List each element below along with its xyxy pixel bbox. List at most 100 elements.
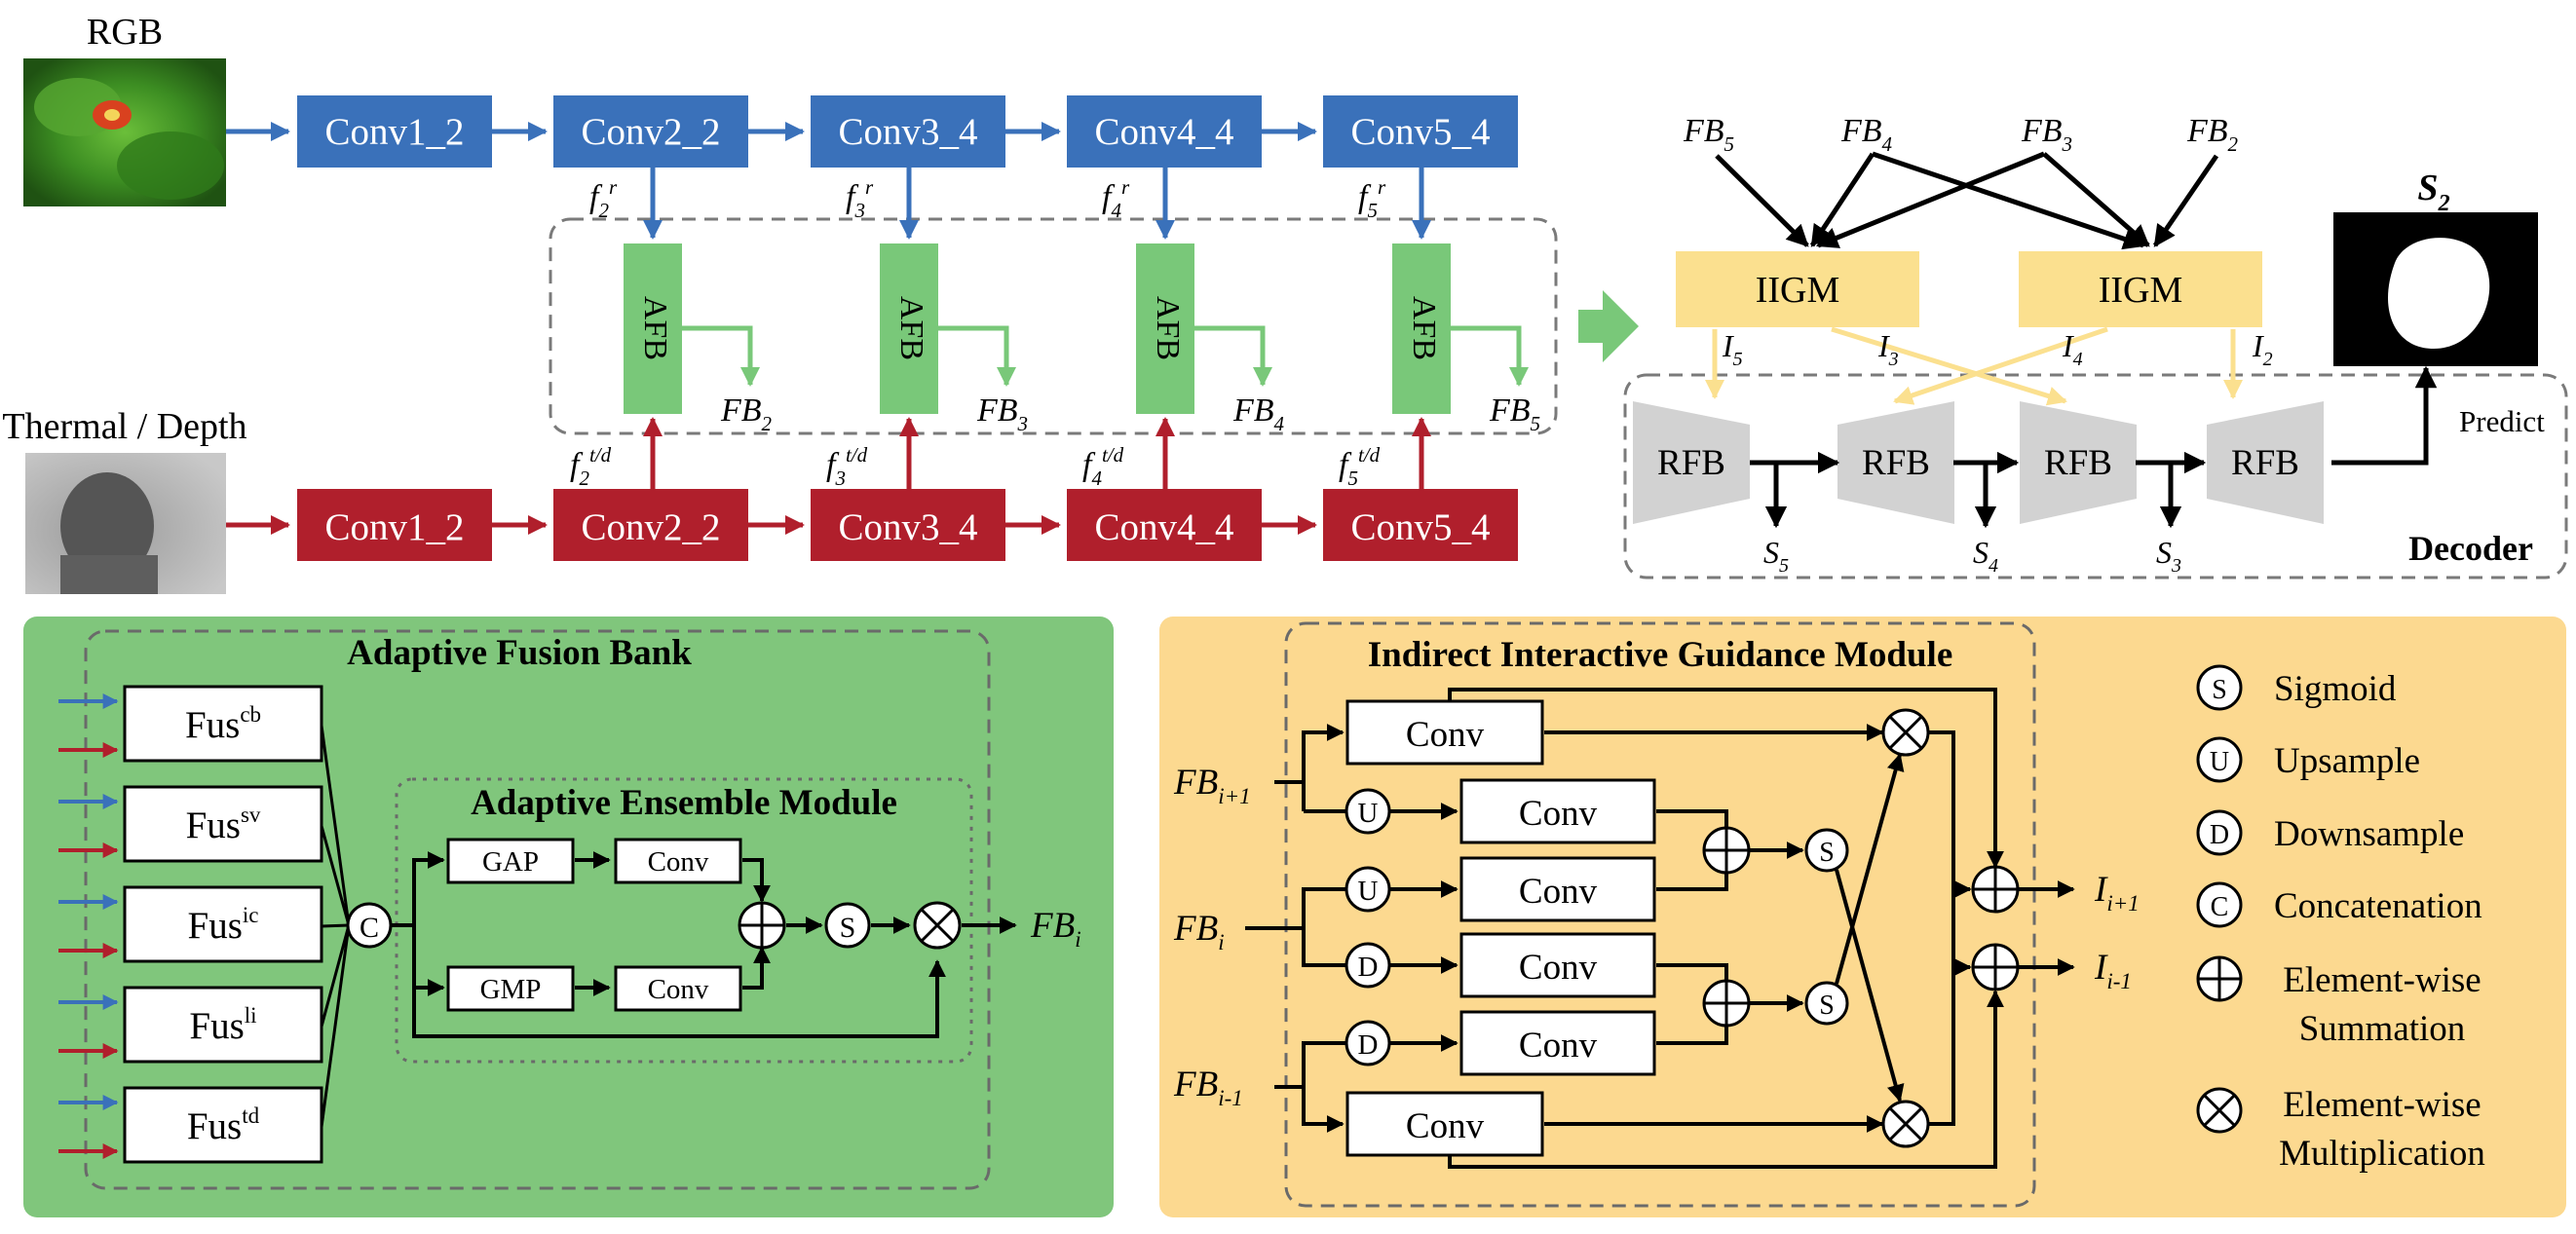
td-conv-block xyxy=(1323,489,1518,561)
afb-block xyxy=(624,243,682,414)
td-feature-label: f3t/d xyxy=(826,443,868,490)
td-conv-block xyxy=(811,489,1005,561)
rgb-label: RGB xyxy=(87,12,163,53)
legend-downsample-label: Downsample xyxy=(2274,814,2464,854)
aem-flow xyxy=(391,851,1017,1038)
iigm-panel-frame xyxy=(1284,621,2036,1208)
legend-upsample-icon xyxy=(2196,736,2243,783)
afb-output-label: FBi xyxy=(1030,906,1081,952)
decoder-input-arrows xyxy=(1715,151,2219,250)
legend-sigmoid-symbol: S xyxy=(2212,675,2227,705)
afb-block xyxy=(1392,243,1451,414)
iigm-block-2 xyxy=(2019,251,2262,327)
iigm-conv-4 xyxy=(1459,1010,1656,1076)
legend-downsample-symbol: D xyxy=(2210,820,2229,850)
td-conv-label: Conv3_4 xyxy=(838,506,977,548)
rfb-block xyxy=(1633,401,1750,524)
afb-output-arrow xyxy=(1451,325,1529,387)
fus-merge-lines xyxy=(320,725,351,1128)
prediction-map xyxy=(2333,212,2538,366)
afb-output-arrow xyxy=(682,325,760,387)
guidance-arrows xyxy=(1705,326,2243,406)
fus-block xyxy=(123,986,323,1064)
afb-output-arrow xyxy=(938,325,1016,387)
rgb-conv-block xyxy=(811,95,1005,168)
fus-label: Fusic xyxy=(188,903,259,947)
td-conv-block xyxy=(297,489,492,561)
td-feature-label: f5t/d xyxy=(1339,443,1381,490)
afb-label: AFB xyxy=(637,296,673,360)
td-feature-label: f4t/d xyxy=(1082,443,1124,490)
fus-block xyxy=(123,1086,323,1164)
legend-summation-label-2: Summation xyxy=(2299,1009,2466,1049)
rfb-label: RFB xyxy=(1657,443,1725,483)
iigm-conv-label-bottom: Conv xyxy=(1406,1106,1485,1146)
legend-multiplication-label-2: Multiplication xyxy=(2279,1134,2485,1174)
fus-label: Fusli xyxy=(189,1003,256,1047)
decoder-input-label: FB3 xyxy=(2021,113,2072,156)
aem-conv-block-2 xyxy=(614,965,742,1012)
side-output-label: S5 xyxy=(1763,535,1789,577)
iigm-conv-bottom xyxy=(1345,1091,1544,1157)
rgb-conv-label: Conv2_2 xyxy=(581,111,720,153)
legend-sigmoid-label: Sigmoid xyxy=(2274,669,2397,709)
afb-panel-frame xyxy=(84,629,991,1190)
decoder-input-label: FB4 xyxy=(1840,113,1893,156)
afb-label: AFB xyxy=(1406,296,1442,360)
thermal-depth-image xyxy=(25,453,226,594)
predict-label: Predict xyxy=(2459,404,2545,438)
rfb-label: RFB xyxy=(2231,443,2299,483)
downsample-node-2 xyxy=(1345,1020,1391,1066)
afb-block xyxy=(880,243,938,414)
td-conv-block xyxy=(553,489,748,561)
gap-label: GAP xyxy=(482,846,539,878)
upsample-symbol-1: U xyxy=(1358,798,1379,829)
iigm-conv-2 xyxy=(1459,856,1656,922)
aem-conv-block-1 xyxy=(614,838,742,884)
rgb-conv-label: Conv3_4 xyxy=(838,111,977,153)
afb-panel: Adaptive Fusion Bank FuscbFussvFusicFusl… xyxy=(23,617,1114,1217)
iigm-output-label: Ii+1 xyxy=(2094,870,2140,916)
iigm-out-sum-1 xyxy=(1971,865,2020,914)
legend-downsample-icon xyxy=(2196,809,2243,856)
gmp-block xyxy=(446,965,575,1012)
side-output-label: S4 xyxy=(1973,535,1998,577)
iigm-conv-3 xyxy=(1459,932,1656,998)
guidance-label: I3 xyxy=(1877,328,1899,370)
td-feature-label: f2t/d xyxy=(570,443,612,490)
iigm-panel-title: Indirect Interactive Guidance Module xyxy=(1368,635,1953,675)
legend-concat-label: Concatenation xyxy=(2274,886,2482,926)
afb-output-label: FB2 xyxy=(720,393,773,435)
afb-panel-title: Adaptive Fusion Bank xyxy=(347,633,692,673)
guidance-label: I5 xyxy=(1722,328,1743,370)
aem-frame xyxy=(395,777,973,1064)
aem-sigmoid-symbol: S xyxy=(840,912,856,944)
legend-sigmoid-icon xyxy=(2196,664,2243,711)
fus-block xyxy=(123,685,323,763)
guidance-label: I2 xyxy=(2252,328,2273,370)
legend-multiplication-label-1: Element-wise xyxy=(2283,1085,2481,1125)
rfb-label: RFB xyxy=(2044,443,2112,483)
rgb-feature-label: f5r xyxy=(1358,175,1386,222)
afb-output-label: FB4 xyxy=(1232,393,1285,435)
rfb-block xyxy=(1837,401,1954,524)
iigm-conv-1 xyxy=(1459,778,1656,844)
decoder-frame xyxy=(1623,373,2568,580)
td-conv-label: Conv4_4 xyxy=(1094,506,1233,548)
guidance-label: I4 xyxy=(2062,328,2083,370)
legend-summation-label-1: Element-wise xyxy=(2283,960,2481,1000)
iigm-conv-top xyxy=(1345,699,1544,766)
td-conv-label: Conv2_2 xyxy=(581,506,720,548)
afb-output-label: FB3 xyxy=(976,393,1028,435)
iigm-sum-node-2 xyxy=(1702,979,1751,1028)
gap-block xyxy=(446,838,575,884)
iigm-conv-label-2: Conv xyxy=(1519,872,1598,912)
rgb-feature-label: f2r xyxy=(589,175,618,222)
decoder-input-label: FB2 xyxy=(2186,113,2239,156)
afb-group-frame xyxy=(549,217,1558,435)
thermal-depth-label: Thermal / Depth xyxy=(2,406,246,447)
rfb-connectors xyxy=(1750,365,2438,529)
legend-summation-icon xyxy=(2196,955,2243,1002)
iigm-input-label: FBi-1 xyxy=(1173,1065,1243,1110)
